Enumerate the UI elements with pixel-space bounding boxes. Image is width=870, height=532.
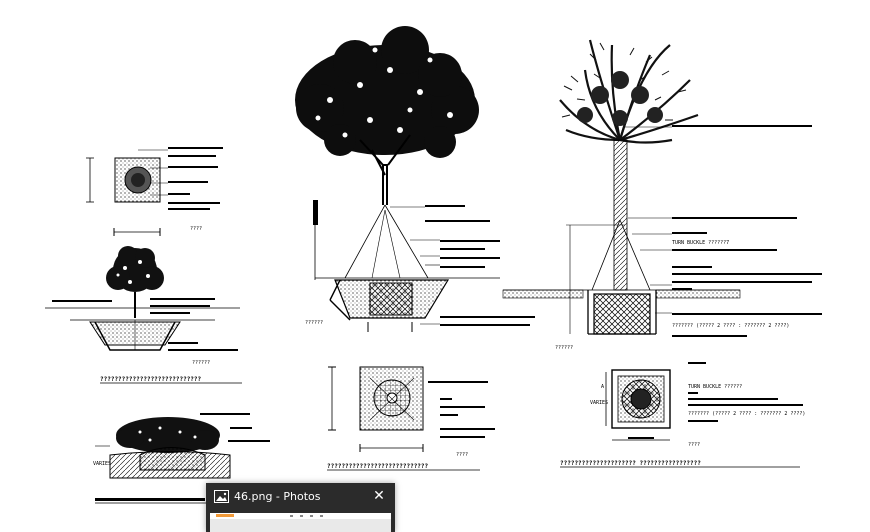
tree-title: ???????????????????????????? (327, 463, 429, 470)
preview-toolbar-dot (320, 515, 323, 517)
shrub-section: ?????? ???????????????????????????? (45, 246, 242, 384)
preview-toolbar-dot (310, 515, 313, 517)
palm-turn-buckle: TURN BUCKLE ??????7 (672, 240, 729, 246)
large-tree-scale: ?????? (305, 320, 323, 326)
palm-pit-plan: A VARIES TURN BUCKLE ?????? ??????? (???… (560, 362, 805, 468)
shrub-scale: ?????? (192, 360, 210, 366)
palm-scale: ?????? (555, 345, 573, 351)
preview-toolbar-dot (290, 515, 293, 517)
groundcover-section: VARIES (93, 413, 270, 504)
palm-tree-section: TURN BUCKLE ??????7 ??????? (????? 2 ???… (502, 39, 822, 351)
tree-pit-plan: ???? ???????????????????????????? (327, 366, 495, 471)
close-icon[interactable]: ✕ (373, 488, 385, 504)
photos-app-icon (214, 490, 229, 503)
photos-taskbar-thumbnail[interactable]: 46.png - Photos ✕ (206, 483, 395, 532)
groundcover-varies: VARIES (93, 461, 111, 467)
thumbnail-header: 46.png - Photos ✕ (206, 483, 395, 511)
palm-plan-turn-buckle: TURN BUCKLE ?????? (688, 384, 742, 390)
preview-accent (216, 514, 234, 517)
tree-plan-marks: ???? (456, 452, 468, 458)
thumbnail-preview[interactable] (210, 513, 391, 532)
palm-dims: ??????? (????? 2 ???? : ??????? 2 ????) (672, 323, 789, 329)
palm-plan-varies: VARIES (590, 400, 608, 406)
thumbnail-title: 46.png - Photos (234, 490, 321, 503)
preview-toolbar-dot (300, 515, 303, 517)
palm-plan-marks: ???? (688, 442, 700, 448)
small-tree-pit-plan: ???? (86, 147, 223, 236)
palm-plan-dims: ??????? (????? 2 ???? : ??????? 2 ????) (688, 411, 805, 417)
pit-plan-marks: ???? (190, 226, 202, 232)
shrub-title: ???????????????????????????? (100, 376, 202, 383)
palm-title: ????????????????????? ????????????????? (560, 460, 701, 467)
large-tree-section: ?????? (295, 26, 535, 332)
palm-plan-dim-a: A (601, 384, 604, 390)
